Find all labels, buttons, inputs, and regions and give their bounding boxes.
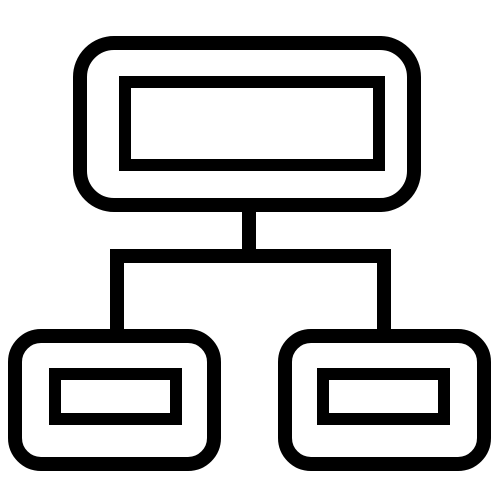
child-node-left-outer-frame [8, 329, 221, 471]
child-node-right-inner-bar [317, 368, 450, 425]
parent-node [73, 36, 421, 212]
child-node-right-outer-frame [278, 329, 491, 471]
connector-lines [110, 205, 391, 336]
child-node-left [8, 329, 221, 471]
connector-branch [110, 249, 391, 336]
child-node-left-inner-bar [49, 368, 182, 425]
child-node-right [278, 329, 491, 471]
parent-node-inner-bar [119, 76, 385, 171]
